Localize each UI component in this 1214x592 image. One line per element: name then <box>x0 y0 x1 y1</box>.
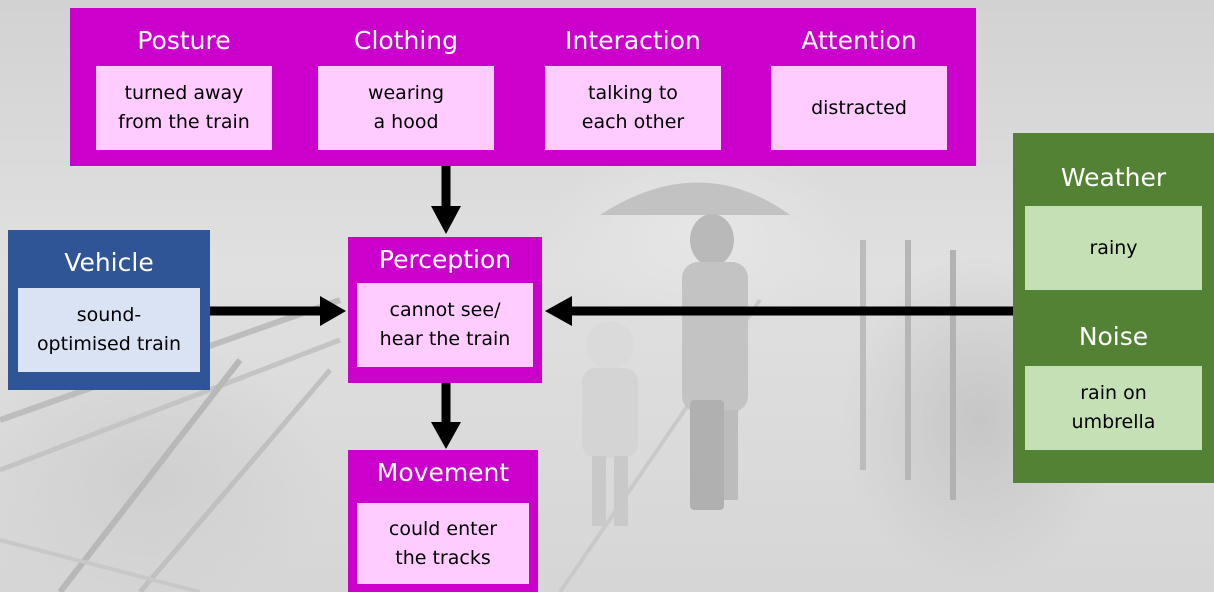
posture-factor: Posture turned away from the train <box>96 8 272 166</box>
weather-description: rainy <box>1025 206 1202 290</box>
person-factors-panel: Posture turned away from the train Cloth… <box>70 8 976 166</box>
clothing-title: Clothing <box>353 26 458 55</box>
clothing-description: wearing a hood <box>318 66 494 150</box>
vehicle-node: Vehicle sound- optimised train <box>8 230 210 390</box>
vehicle-title: Vehicle <box>64 248 154 277</box>
posture-description: turned away from the train <box>96 66 272 150</box>
arrow-header-to-perception <box>431 166 461 234</box>
perception-title: Perception <box>378 245 512 274</box>
clothing-factor: Clothing wearing a hood <box>318 8 494 166</box>
movement-title: Movement <box>376 458 510 487</box>
movement-description: could enter the tracks <box>357 503 529 584</box>
perception-description: cannot see/ hear the train <box>357 283 533 367</box>
environment-node: Weather rainy Noise rain on umbrella <box>1013 133 1214 483</box>
interaction-description: talking to each other <box>545 66 721 150</box>
arrow-environment-to-perception <box>545 296 1013 326</box>
interaction-factor: Interaction talking to each other <box>545 8 721 166</box>
perception-node: Perception cannot see/ hear the train <box>348 237 542 383</box>
attention-description: distracted <box>771 66 947 150</box>
attention-factor: Attention distracted <box>771 8 947 166</box>
arrow-perception-to-movement <box>431 383 461 449</box>
vehicle-description: sound- optimised train <box>18 288 200 372</box>
weather-title: Weather <box>1060 163 1167 192</box>
noise-description: rain on umbrella <box>1025 366 1202 450</box>
posture-title: Posture <box>137 26 231 55</box>
movement-node: Movement could enter the tracks <box>348 450 538 592</box>
interaction-title: Interaction <box>565 26 701 55</box>
noise-title: Noise <box>1078 322 1149 351</box>
attention-title: Attention <box>801 26 917 55</box>
arrow-vehicle-to-perception <box>210 296 346 326</box>
